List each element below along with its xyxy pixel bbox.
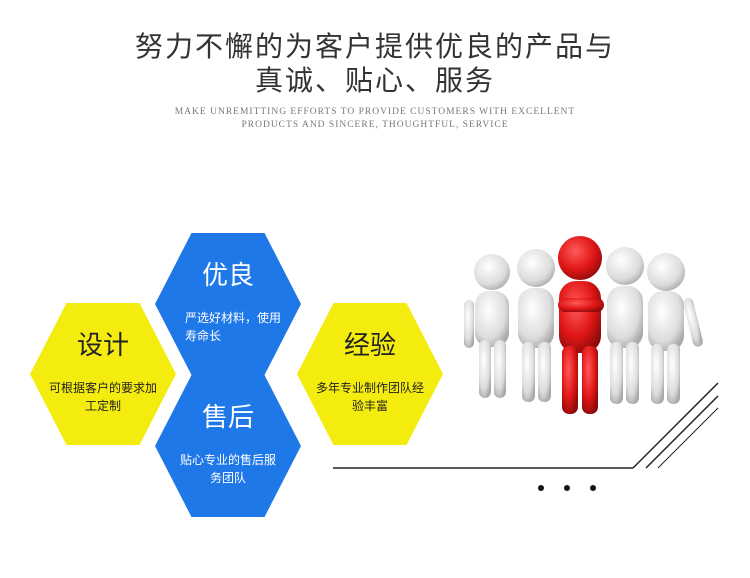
dot — [538, 485, 544, 491]
hexagon-design-desc: 可根据客户的要求加工定制 — [48, 381, 157, 413]
hexagon-quality: 优良 严选好材料，使用寿命长 — [155, 233, 301, 375]
white-figure — [606, 247, 644, 404]
hexagon-experience-title: 经验 — [343, 331, 396, 361]
page-title-line1: 努力不懈的为客户提供优良的产品与 — [134, 30, 615, 63]
floor-lines — [333, 382, 719, 469]
hexagon-quality-title: 优良 — [201, 261, 254, 291]
hexagon-design-title: 设计 — [76, 331, 129, 361]
white-figure — [517, 249, 555, 402]
dot — [590, 485, 596, 491]
hexagon-design: 设计 可根据客户的要求加工定制 — [30, 303, 176, 445]
hexagon-experience-desc: 多年专业制作团队经验丰富 — [315, 381, 424, 413]
page-title-line2: 真诚、贴心、服务 — [254, 64, 495, 97]
subtitle-line2: PRODUCTS AND SINCERE, THOUGHTFUL, SERVIC… — [241, 120, 509, 130]
dot — [564, 485, 570, 491]
hexagon-experience: 经验 多年专业制作团队经验丰富 — [297, 303, 443, 445]
hexagon-quality-desc: 严选好材料，使用寿命长 — [185, 311, 282, 343]
hexagon-after-sales-title: 售后 — [201, 403, 254, 433]
red-leader-figure — [558, 236, 604, 414]
team-illustration — [333, 236, 719, 469]
ellipsis-dots — [538, 476, 616, 495]
white-figure — [647, 253, 703, 404]
white-figure — [464, 254, 510, 398]
hexagon-after-sales: 售后 贴心专业的售后服务团队 — [155, 375, 301, 517]
subtitle-line1: MAKE UNREMITTING EFFORTS TO PROVIDE CUST… — [174, 107, 576, 117]
hexagon-after-sales-desc: 贴心专业的售后服务团队 — [179, 453, 276, 485]
